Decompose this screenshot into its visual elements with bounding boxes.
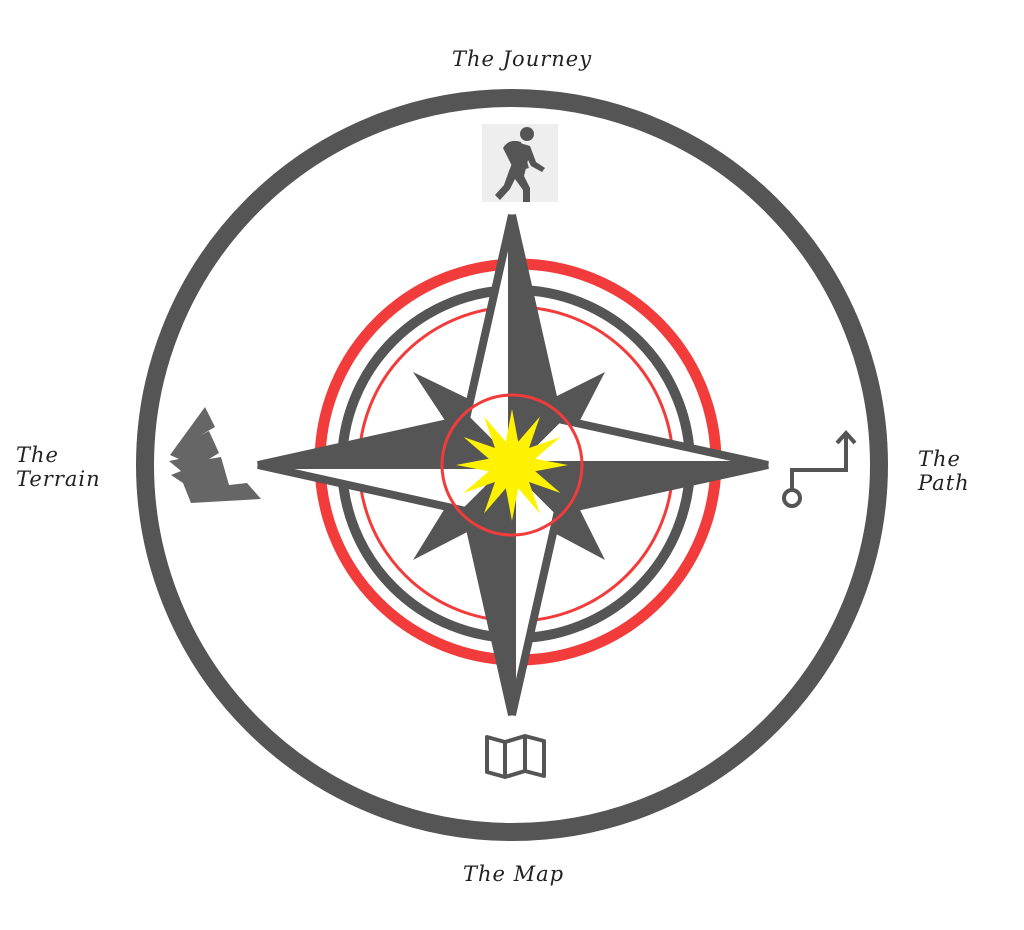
center-red-circle (440, 393, 584, 537)
label-terrain-line2: Terrain (16, 467, 101, 491)
path-icon (782, 430, 857, 508)
label-map: The Map (463, 862, 565, 886)
label-path: The Path (918, 447, 970, 495)
hiker-icon (482, 124, 558, 202)
label-terrain: The Terrain (16, 443, 101, 491)
mountain-icon (169, 407, 261, 503)
label-path-line2: Path (918, 471, 970, 495)
yellow-sun-icon (456, 409, 568, 521)
label-terrain-line1: The (16, 443, 59, 467)
outer-ring (136, 89, 888, 841)
label-path-line1: The (918, 447, 961, 471)
map-icon (485, 734, 546, 779)
label-journey: The Journey (452, 47, 593, 71)
